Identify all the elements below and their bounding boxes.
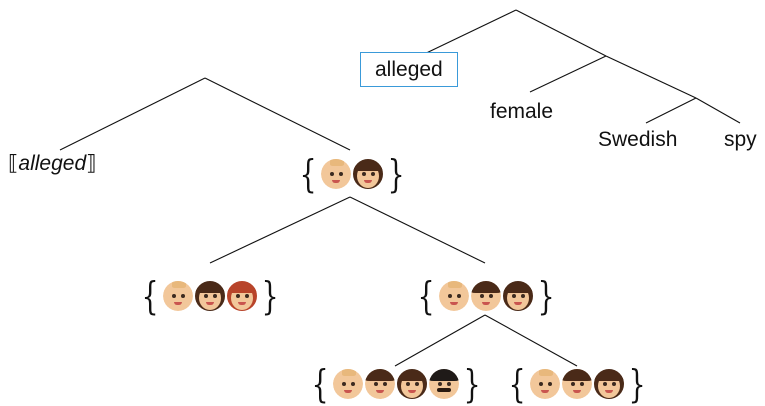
right-brace: } (387, 152, 405, 196)
edge-top-root-alleged (417, 9, 517, 58)
boy-face-icon (365, 369, 396, 399)
left-brace: { (311, 362, 329, 406)
baby-face-icon (333, 369, 364, 399)
girl-face-icon (195, 281, 226, 311)
set-left-child: {} (138, 276, 282, 316)
girl-face-icon (594, 369, 625, 399)
left-brace: { (508, 362, 526, 406)
edge-set-root-left (209, 196, 351, 264)
baby-face-icon (321, 159, 352, 189)
boxed-word-alleged: alleged (360, 52, 458, 87)
baby-face-icon (163, 281, 194, 311)
set-right-child: {} (414, 276, 558, 316)
edge-set-root-right (349, 196, 486, 264)
right-brace: } (261, 274, 279, 318)
set-grandchild-left: {} (308, 364, 484, 404)
baby-face-icon (530, 369, 561, 399)
girl-face-icon (503, 281, 534, 311)
girl-face-icon (353, 159, 384, 189)
edge-inner-spy (695, 97, 741, 124)
boxed-word-text: alleged (375, 58, 443, 81)
boy-face-icon (562, 369, 593, 399)
right-brace: } (628, 362, 646, 406)
edge-right-grand-left (394, 314, 486, 367)
girl-face-icon (397, 369, 428, 399)
man-mustache-face-icon (429, 369, 460, 399)
left-brace: { (417, 274, 435, 318)
edge-sem-root-left (59, 77, 206, 151)
left-brace: { (299, 152, 317, 196)
edge-top-root-mid (515, 9, 607, 57)
right-brace: } (463, 362, 481, 406)
edge-mid-female (529, 55, 607, 93)
leaf-female: female (490, 100, 554, 123)
baby-face-icon (439, 281, 470, 311)
right-brace: } (537, 274, 555, 318)
denotation-left-bracket: ⟦ (8, 151, 19, 175)
boy-face-icon (471, 281, 502, 311)
leaf-spy: spy (724, 128, 757, 151)
denotation-right-bracket: ⟧ (86, 151, 97, 175)
set-root: {} (296, 154, 408, 194)
denotation-word: alleged (18, 152, 87, 175)
edge-sem-root-right (204, 77, 351, 151)
denotation-alleged: ⟦alleged⟧ (8, 151, 97, 175)
edge-inner-swedish (645, 97, 697, 124)
set-grandchild-right: {} (505, 364, 649, 404)
edge-right-grand-right (484, 314, 578, 367)
leaf-swedish: Swedish (598, 128, 678, 151)
edge-mid-inner (605, 55, 697, 99)
left-brace: { (141, 274, 159, 318)
redhead-face-icon (227, 281, 258, 311)
